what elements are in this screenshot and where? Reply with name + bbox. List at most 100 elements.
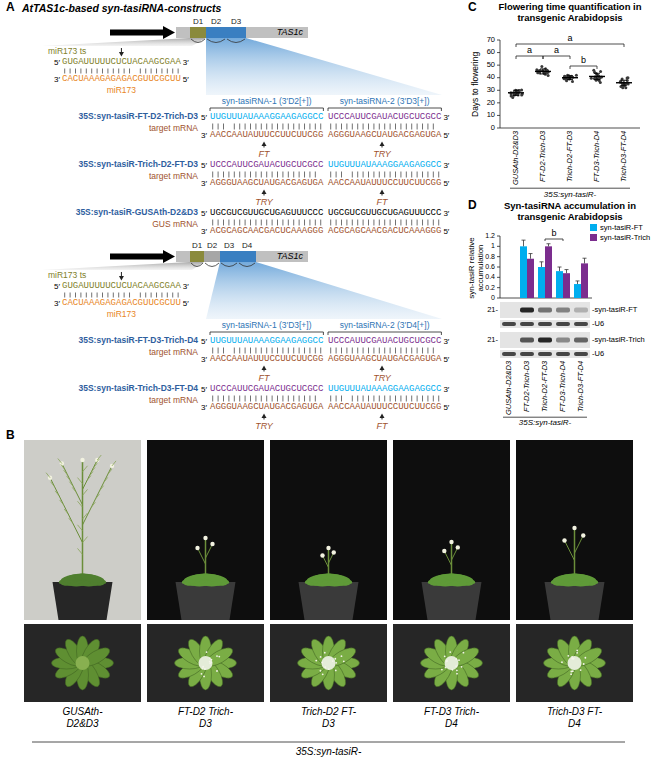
silique [95, 494, 99, 499]
axis-tick [497, 65, 500, 66]
tick-label: 0.6 [485, 263, 495, 271]
base-pair-tick [357, 172, 358, 178]
flower [195, 546, 199, 550]
mirna-label: miR173 [107, 86, 136, 96]
base-pair-tick [422, 348, 423, 354]
base-pair-tick [379, 348, 380, 354]
error-cap [513, 95, 519, 96]
error-cap [594, 79, 600, 80]
base-pair-tick [411, 172, 412, 178]
trichome-dot [455, 658, 457, 660]
base-pair-tick [427, 220, 428, 226]
data-point [599, 70, 602, 73]
base-pair-tick [433, 396, 434, 402]
strand-end: 5′ [443, 227, 449, 236]
base-pair-tick [417, 396, 418, 402]
region-box: D4 [238, 251, 256, 262]
axis-tick [497, 77, 500, 78]
base-pair-tick [315, 348, 316, 354]
tick-label: 10 [487, 111, 495, 120]
rosette-photo [147, 624, 264, 702]
trichome-dot [446, 660, 448, 662]
strand-end: 3′ [443, 209, 449, 218]
sequence: UUGUUUAUAAAGGAAGAGGCC [328, 160, 441, 170]
strand-end: 5′ [183, 75, 189, 84]
trichome-dot [458, 659, 460, 661]
blot [500, 332, 590, 348]
trichome-dot [328, 668, 330, 670]
base-pair-tick [299, 348, 300, 354]
group-bracket [32, 742, 625, 743]
base-pair-tick [433, 348, 434, 354]
base-pair-tick [433, 172, 434, 178]
strand-end: 5′ [201, 385, 207, 394]
base-pair-tick [212, 396, 213, 402]
base-pair-tick [352, 172, 353, 178]
region-name: D3 [231, 17, 241, 26]
trichome-dot [332, 660, 334, 662]
silique [97, 455, 101, 460]
base-pair-tick [417, 124, 418, 130]
base-pair-tick [145, 293, 146, 298]
base-pair-tick [320, 124, 321, 130]
target-label: target mRNA [149, 396, 198, 406]
base-pair-tick [384, 172, 385, 178]
tick-label: 60 [487, 48, 495, 57]
base-pair-tick [277, 396, 278, 402]
strand-end: 5′ [54, 282, 60, 291]
genotype-label: Trich-D3 FT-D4 [546, 706, 604, 729]
base-pair-tick [330, 124, 331, 130]
base-pair-tick [309, 220, 310, 226]
base-pair-tick [336, 348, 337, 354]
base-pair-tick [167, 293, 168, 298]
blot [500, 302, 590, 318]
gene-name: TRY [255, 421, 273, 431]
error-cap [594, 73, 600, 74]
base-pair-tick [395, 124, 396, 130]
base-pair-tick [75, 69, 76, 74]
target-label: target mRNA [149, 172, 198, 182]
base-pair-tick [156, 69, 157, 74]
base-pair-tick [373, 348, 374, 354]
data-point [540, 65, 543, 68]
rosette-leaf [203, 573, 228, 584]
trichome-dot [576, 650, 578, 652]
axis-line [500, 40, 501, 128]
trichome-dot [463, 652, 465, 654]
trichome-dot [572, 658, 574, 660]
trichome-dot [570, 671, 572, 673]
error-cap [621, 85, 627, 86]
base-pair-tick [373, 172, 374, 178]
flower [449, 540, 453, 544]
genotype-label: FT-D2 Trich-D3 [177, 706, 235, 729]
region-name: D1 [193, 17, 203, 26]
significance-letter: a [554, 45, 559, 55]
silique [104, 477, 108, 482]
phasing-arc [191, 263, 203, 267]
flower [320, 553, 324, 557]
base-pair-tick [336, 172, 337, 178]
base-pair-tick [352, 396, 353, 402]
base-pair-tick [107, 293, 108, 298]
strand-end: 3′ [201, 179, 207, 188]
trichome-dot [209, 661, 211, 663]
phasing-arc [227, 39, 245, 43]
base-pair-tick [172, 69, 173, 74]
trichome-dot [576, 652, 578, 654]
flower [442, 549, 446, 553]
base-pair-tick [70, 293, 71, 298]
panel-title: Flowering time quantification in transge… [484, 2, 656, 24]
silique [64, 509, 68, 514]
trichome-dot [201, 673, 203, 675]
promoter-arrow [110, 26, 175, 39]
gene-name: TAS1c [277, 251, 303, 262]
target-label: GUS mRNA [152, 220, 198, 230]
trichome-dot [216, 655, 218, 657]
panel-title: AtTAS1c-based syn-tasiRNA-constructs [22, 2, 221, 14]
photo-background [393, 624, 510, 702]
base-pair-tick [293, 124, 294, 130]
panel-letter: A [6, 1, 15, 15]
base-pair-tick [438, 396, 439, 402]
base-pair-tick [379, 172, 380, 178]
axis-tick [497, 128, 500, 129]
